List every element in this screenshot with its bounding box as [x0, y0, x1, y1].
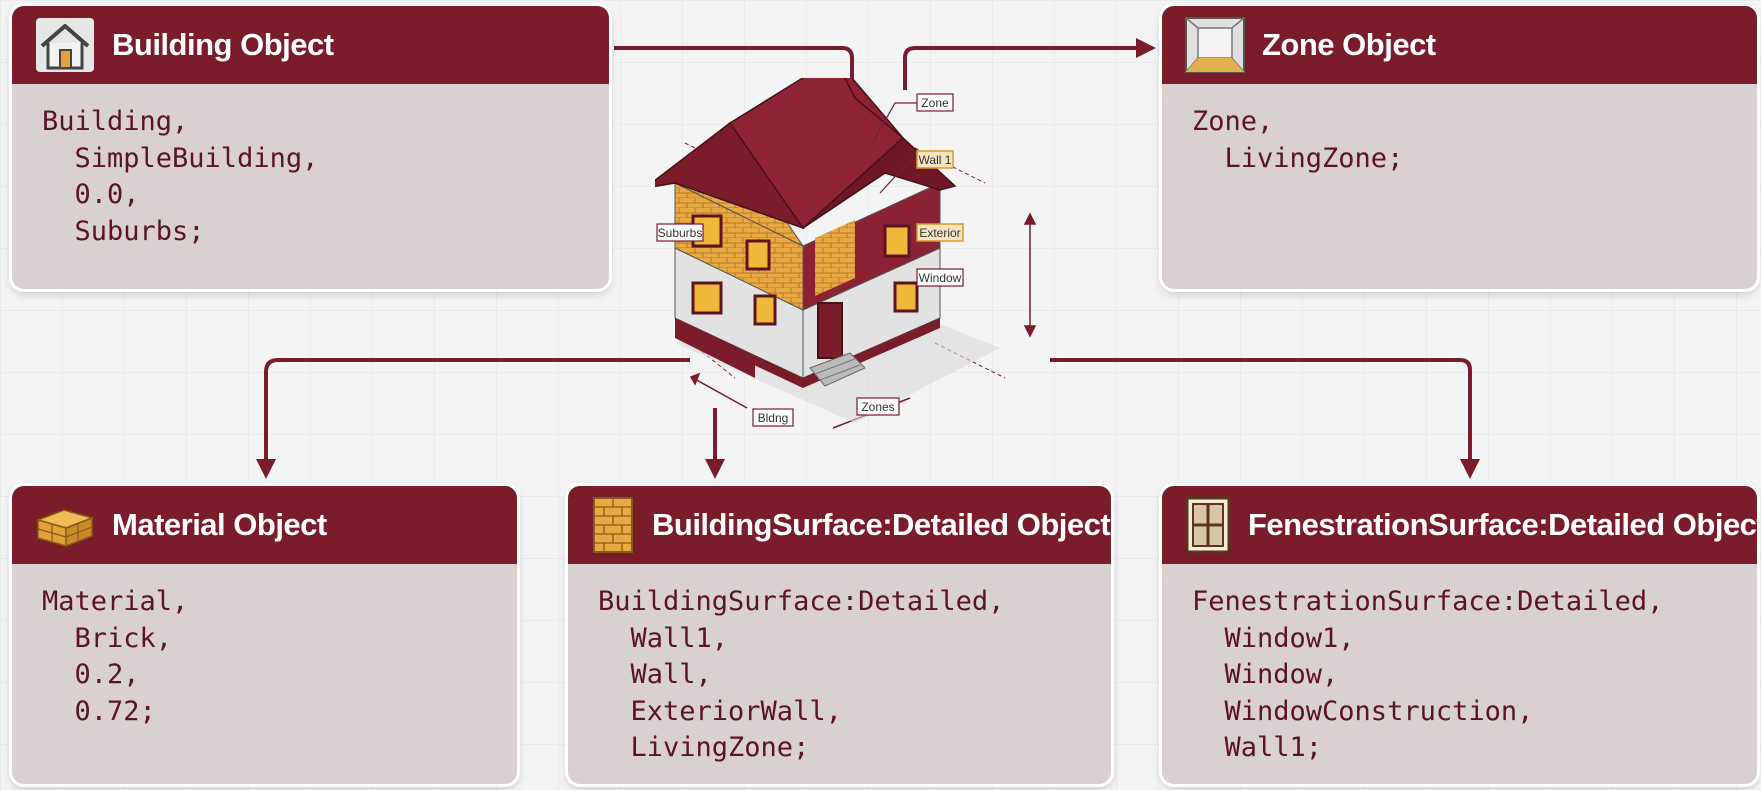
zone-object-header: Zone Object [1162, 6, 1757, 84]
bricks-icon [34, 496, 96, 554]
arrow-building-to-house [614, 46, 862, 110]
building-object-card: Building Object Building, SimpleBuilding… [12, 6, 609, 289]
fenestration-surface-card: FenestrationSurface:Detailed Object Fene… [1162, 486, 1757, 784]
window-callout-text: Window [919, 271, 962, 285]
exterior-callout: Exterior [916, 223, 964, 242]
fenestration-surface-code: FenestrationSurface:Detailed, Window1, W… [1192, 586, 1664, 763]
arrow-house-to-zone [903, 38, 1156, 90]
zone-object-card: Zone Object Zone, LivingZone; [1162, 6, 1757, 289]
exterior-callout-text: Exterior [919, 226, 960, 240]
bldg-callout-text: Bldng [758, 411, 789, 425]
suburbs-callout: Suburbs [656, 223, 704, 242]
material-object-title: Material Object [112, 507, 327, 542]
zones-callout: Zones [856, 397, 900, 416]
bldg-callout: Bldng [752, 408, 794, 427]
zone-object-code: Zone, LivingZone; [1192, 106, 1404, 174]
building-surface-card: BuildingSurface:Detailed Object Building… [568, 486, 1111, 784]
wall-callout-text: Wall 1 [919, 153, 952, 167]
zone-callout: Zone [916, 93, 954, 112]
house-illustration: Zone Wall 1 Exterior Window Suburbs Bldn… [655, 78, 1037, 429]
arrow-house-to-fenestration [1050, 358, 1480, 479]
zones-callout-text: Zones [861, 400, 894, 414]
material-object-card: Material Object Material, Brick, 0.2, 0.… [12, 486, 517, 784]
fenestration-surface-header: FenestrationSurface:Detailed Object [1162, 486, 1757, 564]
arrow-house-to-material [256, 358, 690, 479]
brick-wall-icon [590, 496, 636, 554]
house-icon [34, 16, 96, 74]
building-object-header: Building Object [12, 6, 609, 84]
room-icon [1184, 16, 1246, 74]
zone-callout-text: Zone [921, 96, 949, 110]
building-surface-title: BuildingSurface:Detailed Object [652, 507, 1111, 542]
material-object-code: Material, Brick, 0.2, 0.72; [42, 586, 189, 727]
window-icon [1184, 496, 1232, 554]
zone-object-title: Zone Object [1262, 27, 1436, 62]
fenestration-surface-title: FenestrationSurface:Detailed Object [1248, 507, 1757, 542]
building-surface-header: BuildingSurface:Detailed Object [568, 486, 1111, 564]
building-surface-code: BuildingSurface:Detailed, Wall1, Wall, E… [598, 586, 1005, 763]
material-object-header: Material Object [12, 486, 517, 564]
wall-callout: Wall 1 [916, 150, 954, 169]
building-object-title: Building Object [112, 27, 334, 62]
window-callout: Window [916, 268, 964, 287]
suburbs-callout-text: Suburbs [658, 226, 703, 240]
building-object-code: Building, SimpleBuilding, 0.0, Suburbs; [42, 106, 319, 247]
